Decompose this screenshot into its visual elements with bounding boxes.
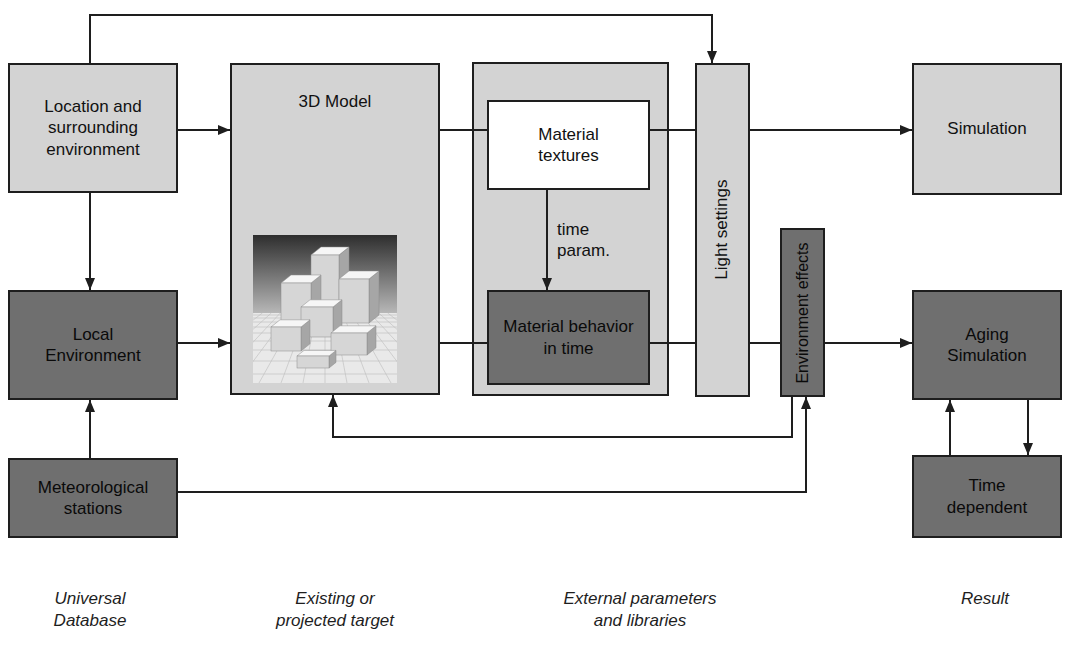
library-box: Material textures <box>487 100 650 190</box>
grid-line <box>253 313 289 383</box>
render-block <box>339 271 379 323</box>
render-block <box>271 320 310 351</box>
floor-grid <box>253 313 397 383</box>
grid-line <box>397 313 398 383</box>
connector <box>949 400 951 455</box>
result-box: Aging Simulation <box>912 290 1062 400</box>
render-block <box>297 350 336 368</box>
connector <box>650 342 695 344</box>
connector <box>90 15 712 63</box>
connector <box>750 342 780 344</box>
connector <box>1027 400 1029 455</box>
node-label: Light settings <box>712 180 733 280</box>
grid-line <box>334 313 347 383</box>
node-label: Local Environment <box>38 324 148 367</box>
grid-line <box>253 313 280 383</box>
node-label: Meteorological stations <box>16 477 170 520</box>
process-box: Local Environment <box>8 290 178 400</box>
grid-line <box>303 313 316 383</box>
render-blocks <box>271 247 379 368</box>
node-label: Material textures <box>519 124 619 167</box>
grid-line <box>343 313 369 383</box>
column-caption: Universal Database <box>30 588 150 632</box>
grid-line <box>253 361 397 362</box>
result-box: Simulation <box>912 63 1062 195</box>
render-block <box>311 247 349 307</box>
render-block <box>331 326 376 355</box>
grid-line <box>253 333 397 334</box>
grid-line <box>253 350 397 351</box>
grid-line <box>253 341 397 342</box>
node-label: Material behavior in time <box>495 316 642 359</box>
node-label: Time dependent <box>937 475 1037 518</box>
connector <box>333 395 792 437</box>
node-label: Aging Simulation <box>932 324 1042 367</box>
node-label: Simulation <box>947 118 1026 139</box>
grid-line <box>281 313 307 383</box>
result-box: Time dependent <box>912 455 1062 538</box>
settings-bar: Light settings <box>695 63 750 397</box>
connector <box>178 129 230 131</box>
connector <box>440 342 487 344</box>
source-box: Location and surrounding environment <box>8 63 178 193</box>
column-caption: External parameters and libraries <box>553 588 728 632</box>
model-box: 3D Model <box>230 63 440 395</box>
grid-line <box>253 313 271 383</box>
render-sky <box>253 235 397 383</box>
node-label: Environment effects <box>793 242 813 383</box>
grid-line <box>253 313 254 383</box>
grid-line <box>352 313 391 383</box>
grid-line <box>253 318 397 319</box>
grid-line <box>259 313 298 383</box>
node-label: Location and surrounding environment <box>16 96 170 160</box>
render-block <box>281 275 321 321</box>
effects-bar: Environment effects <box>780 228 825 397</box>
connector <box>89 193 91 290</box>
grid-line <box>370 313 397 383</box>
connector <box>178 342 230 344</box>
connector <box>650 129 695 131</box>
grid-line <box>253 313 262 383</box>
connector <box>440 129 487 131</box>
grid-line <box>388 313 397 383</box>
source-box: Meteorological stations <box>8 458 178 538</box>
grid-line <box>379 313 397 383</box>
edge-label: time param. <box>557 219 617 262</box>
column-caption: Result <box>935 588 1035 610</box>
connector <box>546 190 548 290</box>
grid-line <box>325 313 326 383</box>
node-label: 3D Model <box>299 91 372 112</box>
render-floor <box>253 313 397 383</box>
grid-line <box>253 322 397 323</box>
connector <box>178 397 806 492</box>
connector <box>825 342 912 344</box>
connector <box>750 129 912 131</box>
library-box: Material behavior in time <box>487 290 650 385</box>
column-caption: Existing or projected target <box>260 588 410 632</box>
grid-line <box>361 313 397 383</box>
render-block <box>301 300 342 337</box>
grid-line <box>253 374 397 375</box>
library-panel <box>473 63 668 395</box>
grid-line <box>253 327 397 328</box>
connector <box>89 400 91 458</box>
grid-line <box>253 315 397 316</box>
